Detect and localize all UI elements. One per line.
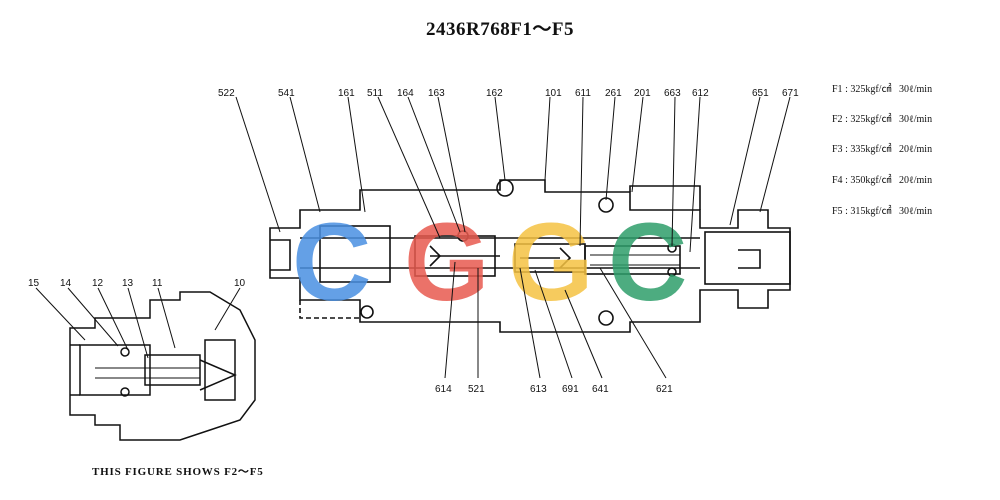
part-label: 621 bbox=[656, 384, 673, 395]
watermark-letter-4: C bbox=[608, 201, 687, 324]
part-label: 651 bbox=[752, 88, 769, 99]
spec-flow: 20ℓ/min bbox=[898, 144, 933, 155]
part-label: 613 bbox=[530, 384, 547, 395]
part-label: 162 bbox=[486, 88, 503, 99]
main-labels-top: 522 541 161 511 164 163 162 101 611 261 … bbox=[218, 88, 799, 99]
figure-caption: THIS FIGURE SHOWS F2～F5 bbox=[92, 466, 264, 478]
watermark: C G G C bbox=[292, 201, 687, 324]
spec-pressure: 325kgf/㎠ bbox=[850, 114, 892, 125]
part-label: 641 bbox=[592, 384, 609, 395]
part-label: 691 bbox=[562, 384, 579, 395]
part-label: 261 bbox=[605, 88, 622, 99]
inset-labels: 15 14 12 13 11 10 bbox=[28, 278, 246, 289]
spec-row: F1 : 325kgf/㎠ 30ℓ/min bbox=[832, 84, 933, 95]
main-labels-bottom: 614 521 613 691 641 621 bbox=[435, 384, 673, 395]
part-label: 13 bbox=[122, 278, 134, 289]
part-label: 611 bbox=[575, 88, 591, 99]
leader-lines-bottom bbox=[444, 261, 667, 379]
part-label: 164 bbox=[397, 88, 414, 99]
inset-leader-lines bbox=[35, 287, 241, 359]
part-label: 521 bbox=[468, 384, 485, 395]
spec-flow: 20ℓ/min bbox=[898, 175, 933, 186]
spec-flow: 30ℓ/min bbox=[898, 114, 933, 125]
part-label: 541 bbox=[278, 88, 295, 99]
part-label: 614 bbox=[435, 384, 452, 395]
part-label: 12 bbox=[92, 278, 104, 289]
spec-label: F4 bbox=[832, 175, 843, 186]
part-label: 101 bbox=[545, 88, 562, 99]
watermark-letter-3: G bbox=[508, 201, 594, 324]
spec-pressure: 335kgf/㎠ bbox=[850, 144, 892, 155]
part-label: 612 bbox=[692, 88, 709, 99]
part-label: 511 bbox=[367, 88, 383, 99]
part-label: 10 bbox=[234, 278, 246, 289]
spec-row: F2 : 325kgf/㎠ 30ℓ/min bbox=[832, 114, 933, 125]
spec-row: F4 : 350kgf/㎠ 20ℓ/min bbox=[832, 175, 933, 186]
spec-label: F5 bbox=[832, 206, 843, 217]
spec-pressure: 350kgf/㎠ bbox=[850, 175, 892, 186]
watermark-letter-1: C bbox=[292, 201, 371, 324]
part-label: 671 bbox=[782, 88, 799, 99]
part-label: 14 bbox=[60, 278, 72, 289]
part-label: 163 bbox=[428, 88, 445, 99]
spec-pressure: 325kgf/㎠ bbox=[850, 84, 892, 95]
watermark-letter-2: G bbox=[404, 201, 490, 324]
spec-row: F3 : 335kgf/㎠ 20ℓ/min bbox=[832, 144, 933, 155]
spec-label: F2 bbox=[832, 114, 843, 125]
diagram-title: 2436R768F1～F5 bbox=[426, 19, 574, 40]
spec-pressure: 315kgf/㎠ bbox=[850, 206, 892, 217]
part-label: 201 bbox=[634, 88, 651, 99]
inset-valve-body bbox=[69, 291, 256, 441]
part-label: 161 bbox=[338, 88, 355, 99]
spec-label: F1 bbox=[832, 84, 843, 95]
main-valve-body bbox=[269, 179, 791, 333]
part-label: 663 bbox=[664, 88, 681, 99]
part-label: 15 bbox=[28, 278, 40, 289]
spec-flow: 30ℓ/min bbox=[898, 206, 933, 217]
spec-row: F5 : 315kgf/㎠ 30ℓ/min bbox=[832, 206, 933, 217]
spec-label: F3 bbox=[832, 144, 843, 155]
leader-lines-top bbox=[235, 96, 791, 253]
part-label: 11 bbox=[152, 278, 163, 289]
spec-flow: 30ℓ/min bbox=[898, 84, 933, 95]
part-label: 522 bbox=[218, 88, 235, 99]
